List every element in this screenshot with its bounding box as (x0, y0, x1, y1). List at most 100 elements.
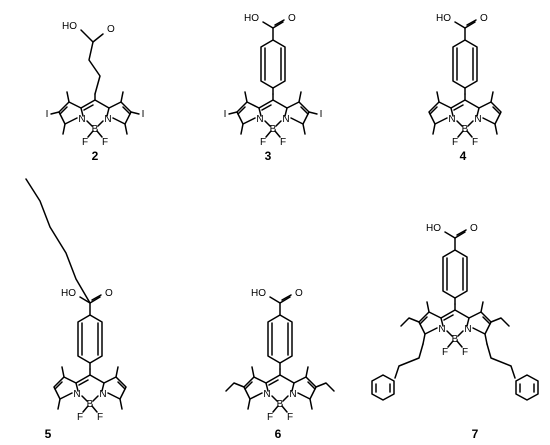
boron-atom: B (270, 124, 277, 135)
hydroxyl-label: HO (426, 223, 441, 234)
pyrrole-right (478, 101, 502, 125)
methyl (119, 398, 123, 410)
nitrogen-right: N (289, 389, 296, 400)
bond (92, 395, 99, 402)
bond (308, 111, 318, 115)
nitrogen-right: N (104, 114, 111, 125)
pyrrole-right (103, 376, 127, 400)
methyl (309, 398, 313, 410)
bond (447, 340, 454, 348)
methyl (66, 91, 70, 103)
methyl (244, 91, 248, 103)
methyl (305, 366, 309, 378)
fluorine-right: F (97, 412, 103, 423)
nitrogen-left: N (448, 114, 455, 125)
boron-atom: B (462, 124, 469, 135)
benzene-ring (260, 39, 286, 89)
bond (454, 231, 466, 239)
nitrogen-left: N (256, 114, 263, 125)
methyl (480, 301, 484, 313)
bond (81, 395, 88, 402)
pyrrole-right (286, 101, 310, 125)
bond (446, 330, 453, 337)
bond (281, 405, 288, 413)
methyl (298, 91, 302, 103)
methyl (62, 123, 66, 135)
propanoic-chain (80, 29, 101, 95)
methyl (247, 398, 251, 410)
boron-atom: B (92, 124, 99, 135)
methyl (240, 123, 244, 135)
bond (130, 111, 140, 115)
nitrogen-left: N (73, 389, 80, 400)
bond (281, 294, 292, 301)
fluorine-left: F (442, 347, 448, 358)
bond (82, 405, 89, 413)
fluorine-left: F (77, 412, 83, 423)
ethyl-left (225, 382, 245, 392)
methyl (432, 123, 436, 135)
carbonyl-oxygen-label: O (480, 13, 488, 24)
carbonyl-oxygen-label: O (295, 288, 303, 299)
bond (271, 395, 278, 402)
bond (87, 130, 94, 138)
pyrrole-double-bond (59, 106, 68, 115)
carbonyl-oxygen-label: O (288, 13, 296, 24)
compound-label: 5 (45, 427, 52, 441)
bond (262, 21, 274, 29)
boron-atom: B (452, 334, 459, 345)
bond (467, 120, 474, 127)
boron-atom: B (277, 399, 284, 410)
meso-double-bond (261, 104, 272, 111)
methyl (120, 91, 124, 103)
methyl (251, 366, 255, 378)
hydroxyl-label: HO (61, 288, 76, 299)
pyrrole-double-bond (300, 106, 309, 115)
ethyl-right (490, 317, 510, 327)
pyrrole-double-bond (429, 106, 438, 115)
nitrogen-right: N (99, 389, 106, 400)
bond (274, 130, 281, 138)
ethyl-right (315, 382, 335, 392)
benzene-ring (77, 314, 103, 364)
bond (269, 296, 281, 304)
meso-double-bond (83, 104, 94, 111)
boron-atom: B (87, 399, 94, 410)
bond (444, 231, 456, 239)
bond (279, 296, 291, 304)
methyl (494, 123, 498, 135)
pyrrole-double-bond (244, 381, 253, 390)
bond (274, 19, 285, 26)
pyrrole-left (53, 376, 77, 400)
fluorine-right: F (102, 137, 108, 148)
methyl (490, 91, 494, 103)
bond (86, 120, 93, 127)
pyrrole-right (468, 311, 492, 335)
bond (466, 19, 477, 26)
bond (264, 120, 271, 127)
bond (457, 330, 464, 337)
benzene-ring (267, 314, 293, 364)
iodine-right: I (320, 109, 323, 120)
meso-double-bond (78, 379, 89, 386)
pyrrole-double-bond (482, 316, 491, 325)
nitrogen-left: N (263, 389, 270, 400)
nitrogen-right: N (474, 114, 481, 125)
meso-double-bond (453, 104, 464, 111)
carbonyl-oxygen-label: O (107, 24, 115, 35)
methyl (302, 123, 306, 135)
methyl (436, 91, 440, 103)
methyl (61, 366, 65, 378)
bond (91, 405, 98, 413)
bond (89, 296, 101, 304)
pyrrole-double-bond (419, 316, 428, 325)
benzene-ring (452, 39, 478, 89)
bond (456, 340, 463, 348)
iodine-left: I (224, 109, 227, 120)
bond (466, 130, 473, 138)
bond (79, 296, 91, 304)
compound-label: 2 (92, 149, 99, 163)
